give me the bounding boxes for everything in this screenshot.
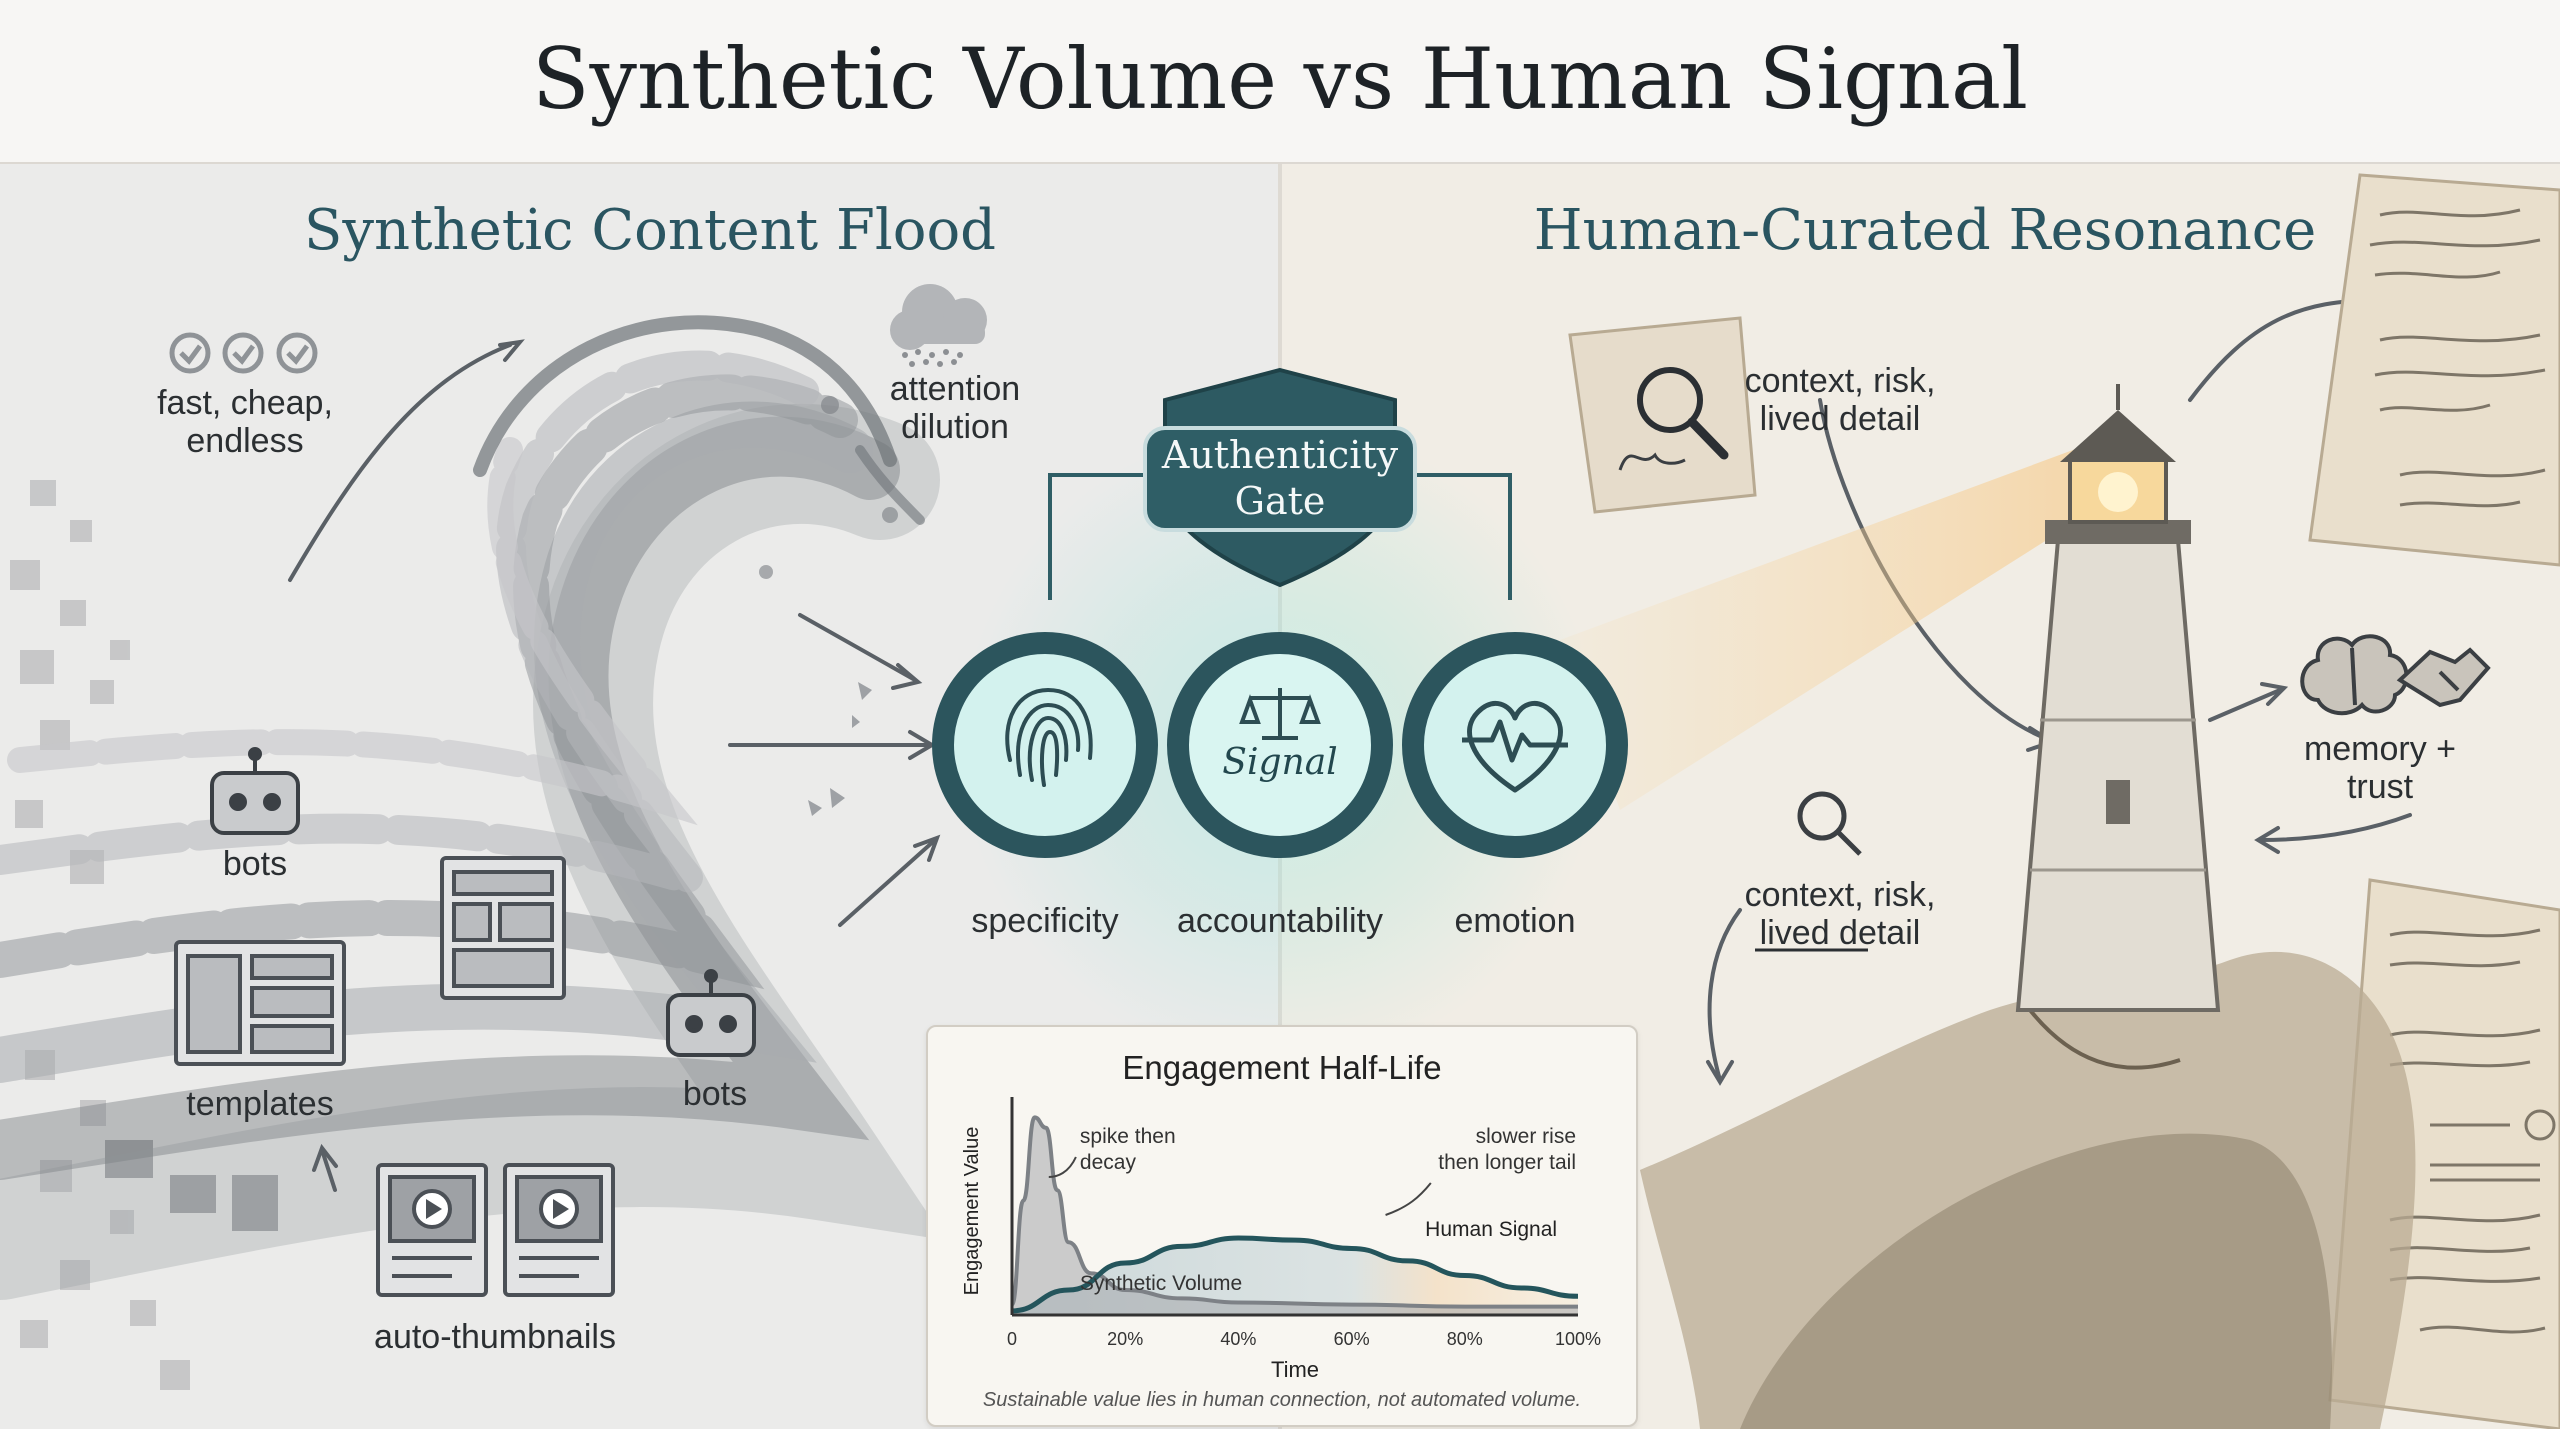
series-label-human: Human Signal bbox=[1425, 1218, 1557, 1241]
pixel-scatter-decoration bbox=[10, 480, 190, 1390]
x-tick-label: 20% bbox=[1107, 1329, 1143, 1349]
thumbnail-icon bbox=[376, 1163, 615, 1297]
lighthouse-beam bbox=[1560, 440, 2110, 810]
lens-label-emotion: emotion bbox=[1454, 902, 1576, 940]
robot-icon bbox=[210, 747, 300, 835]
robot-icon-2 bbox=[666, 969, 756, 1057]
x-axis-label: Time bbox=[1271, 1357, 1319, 1382]
check-icons bbox=[169, 332, 318, 374]
label-auto-thumbnails: auto-thumbnails bbox=[374, 1318, 616, 1356]
label-memory-trust: memory + trust bbox=[2303, 730, 2457, 806]
brain-icon bbox=[2300, 634, 2409, 716]
section-title-synthetic: Synthetic Content Flood bbox=[303, 198, 997, 263]
scales-icon bbox=[1239, 688, 1321, 740]
page-title: Synthetic Volume vs Human Signal bbox=[532, 30, 2028, 128]
label-attention-dilution: attention dilution bbox=[889, 370, 1021, 446]
label-templates: templates bbox=[186, 1085, 334, 1123]
lighthouse-illustration bbox=[2015, 384, 2221, 1012]
x-tick-label: 0 bbox=[1007, 1329, 1017, 1349]
template-icon bbox=[174, 940, 346, 1066]
human-signal-line bbox=[1011, 1235, 1579, 1314]
gate-plate bbox=[1143, 426, 1417, 532]
label-context-mid: context, risk, lived detail bbox=[1744, 876, 1936, 952]
label-context-top: context, risk, lived detail bbox=[1744, 362, 1936, 438]
fingerprint-icon bbox=[1005, 687, 1093, 787]
chart-caption: Sustainable value lies in human connecti… bbox=[982, 1389, 1582, 1411]
cloud-icon bbox=[890, 284, 987, 350]
gate-lenses bbox=[932, 632, 1628, 858]
engagement-chart-card: Engagement Half-Life 0 20% 40% 60% 80% 100% Ti… bbox=[926, 1025, 1638, 1427]
magnifier-icon bbox=[1797, 791, 1862, 856]
paper-note-decoration bbox=[1568, 316, 1757, 514]
gate-connector bbox=[1048, 473, 1512, 600]
gate-title: Authenticity Gate bbox=[1161, 433, 1399, 523]
label-bots: bots bbox=[222, 845, 288, 883]
title-bar bbox=[0, 0, 2560, 164]
annotation-arrow-tail bbox=[1385, 1182, 1432, 1216]
series-label-synthetic: Synthetic Volume bbox=[1080, 1272, 1242, 1295]
y-axis-label: Engagement Value bbox=[961, 1127, 983, 1296]
gate-signal-text: Signal bbox=[1222, 742, 1338, 783]
x-tick-label: 40% bbox=[1220, 1329, 1256, 1349]
synthetic-volume-area bbox=[1012, 1117, 1578, 1315]
section-title-human: Human-Curated Resonance bbox=[1533, 198, 2317, 263]
lens-label-accountability: accountability bbox=[1176, 902, 1383, 940]
x-tick-label: 100% bbox=[1555, 1329, 1601, 1349]
label-bots-2: bots bbox=[682, 1075, 748, 1113]
heart-pulse-icon bbox=[1462, 700, 1568, 793]
template-icon-2 bbox=[440, 856, 566, 1000]
handshake-icon bbox=[2396, 647, 2491, 708]
chart-title: Engagement Half-Life bbox=[1122, 1049, 1442, 1086]
lens-label-specificity: specificity bbox=[971, 902, 1119, 940]
x-tick-label: 80% bbox=[1447, 1329, 1483, 1349]
x-tick-label: 60% bbox=[1334, 1329, 1370, 1349]
annotation-arrow-spike bbox=[1048, 1156, 1077, 1178]
label-fast-cheap-endless: fast, cheap, endless bbox=[157, 384, 333, 460]
